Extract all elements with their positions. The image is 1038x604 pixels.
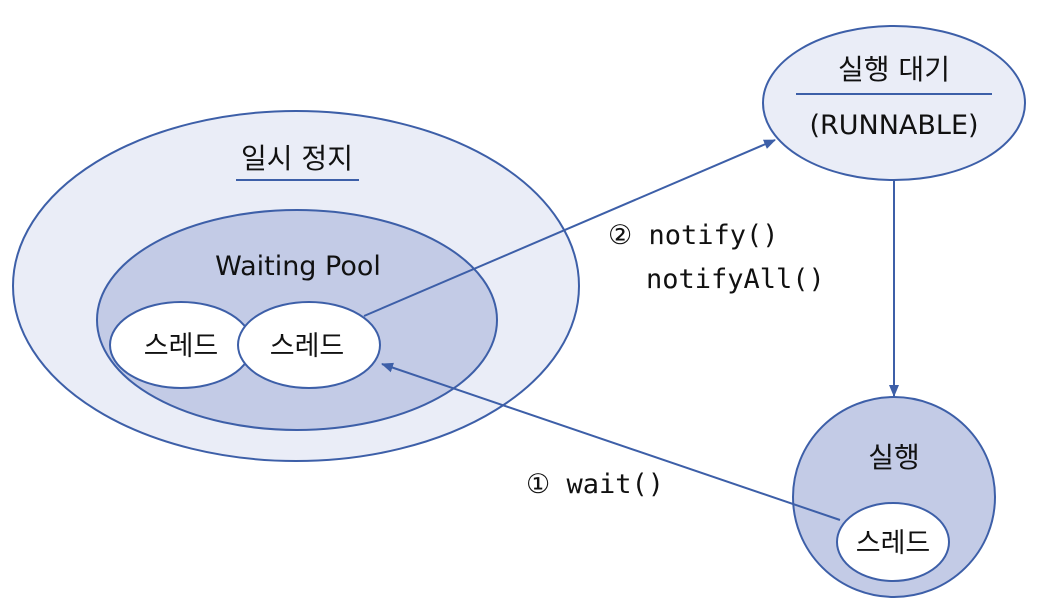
wait-arrow xyxy=(381,362,841,521)
pool-thread-2-ellipse xyxy=(237,301,381,389)
running-thread-ellipse xyxy=(836,502,950,582)
notify-label: ② notify() xyxy=(608,220,779,251)
notify-all-label: notifyAll() xyxy=(646,264,825,295)
paused-state-title: 일시 정지 xyxy=(241,142,353,175)
wait-label: ① wait() xyxy=(526,469,664,500)
runnable-state-subtitle: (RUNNABLE) xyxy=(809,110,978,141)
pool-thread-2-label: 스레드 xyxy=(270,331,345,362)
running-state-title: 실행 xyxy=(868,441,920,474)
running-thread-label: 스레드 xyxy=(856,528,931,559)
waiting-pool-label: Waiting Pool xyxy=(215,251,381,282)
runnable-state-title: 실행 대기 xyxy=(838,53,950,86)
notify-arrow xyxy=(363,139,776,317)
pool-thread-1-label: 스레드 xyxy=(144,331,219,362)
runnable-state-ellipse xyxy=(762,25,1026,181)
